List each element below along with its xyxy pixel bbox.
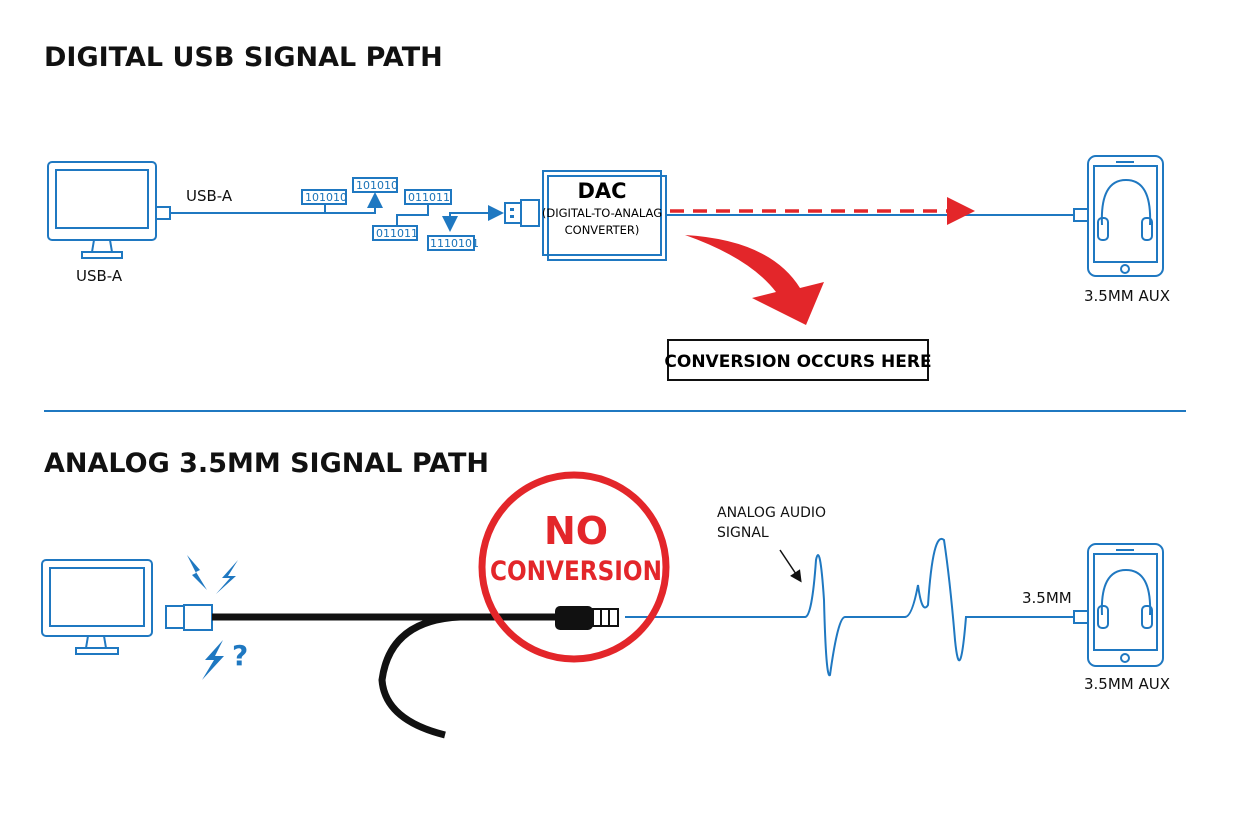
jack-label: 3.5MM (1022, 589, 1072, 607)
no-conversion-stamp (478, 471, 670, 663)
usb-plug-icon (504, 199, 540, 227)
dac-subtitle-line1: (DIGITAL-TO-ANALAG (542, 206, 662, 220)
signal-label-line1: ANALOG AUDIO (717, 505, 826, 521)
usb-label-top: USB-A (186, 187, 233, 205)
stamp-text-conversion: CONVERSION (490, 556, 662, 587)
dac-title: DAC (577, 179, 626, 203)
analog-section-title: ANALOG 3.5MM SIGNAL PATH (44, 448, 489, 479)
binary-chunk: 1110101 (430, 237, 479, 250)
usb-label-bottom: USB-A (76, 267, 123, 285)
phone-headphones-icon (1073, 155, 1164, 277)
dac-subtitle-line2: CONVERTER) (565, 223, 640, 237)
signal-label-line2: SIGNAL (717, 525, 769, 541)
stamp-text-no: NO (544, 509, 608, 553)
digital-output-label: 3.5MM AUX (1084, 287, 1170, 305)
analog-output-label: 3.5MM AUX (1084, 675, 1170, 693)
binary-chunk: 101010 (305, 191, 347, 204)
question-mark: ? (232, 639, 248, 672)
usb-plug-icon (165, 604, 213, 631)
binary-chunk: 011011 (408, 191, 450, 204)
callout-box (667, 339, 929, 381)
computer-monitor-icon (47, 161, 171, 259)
computer-monitor-icon (41, 559, 153, 655)
curved-red-arrow-icon (685, 235, 824, 325)
braided-cable (212, 606, 619, 739)
binary-chunk: 101010 (356, 179, 398, 192)
callout-text: CONVERSION OCCURS HERE (664, 352, 931, 372)
digital-section-title: DIGITAL USB SIGNAL PATH (44, 42, 443, 73)
lightning-bolt-icon (187, 555, 238, 680)
signal-pointer-arrow (779, 549, 802, 583)
digital-data-stream (170, 177, 504, 251)
analog-waveform (625, 537, 1074, 677)
phone-headphones-icon (1073, 543, 1164, 667)
binary-chunk: 011011 (376, 227, 418, 240)
dac-box (542, 170, 667, 261)
